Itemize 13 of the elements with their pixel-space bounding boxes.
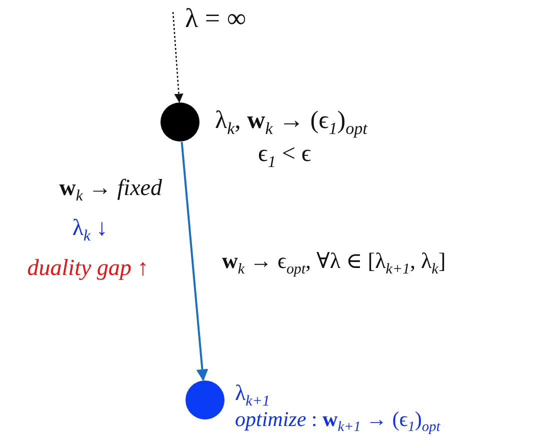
math-annotation: λ$_{k}$ ↓: [71, 215, 109, 245]
math-annotation: w$_{k}$ → ϵ$_{opt}$, ∀λ ∈ [λ$_{k+1}$, λ$_{k}$]: [222, 249, 447, 278]
state-annotation: λ$_{k+1}$: [235, 381, 270, 410]
state-dot: [185, 380, 225, 420]
math-annotation: w$_{k}$ → fixed: [58, 175, 162, 205]
state-annotation: optimize : w$_{k+1}$ → (ϵ$_{1}$)$_{opt}$: [235, 408, 440, 436]
math-annotation: duality gap ↑: [26, 255, 150, 280]
state-dot: [160, 102, 200, 142]
value-label: λ = ∞: [185, 4, 246, 34]
arrow: [172, 12, 184, 103]
state-annotation: λ$_{k}$, w$_{k}$ → (ϵ$_{1}$)$_{opt}$: [215, 107, 368, 139]
state-annotation: ϵ$_{1}$ < ϵ: [258, 141, 312, 171]
arrow: [180, 142, 208, 382]
